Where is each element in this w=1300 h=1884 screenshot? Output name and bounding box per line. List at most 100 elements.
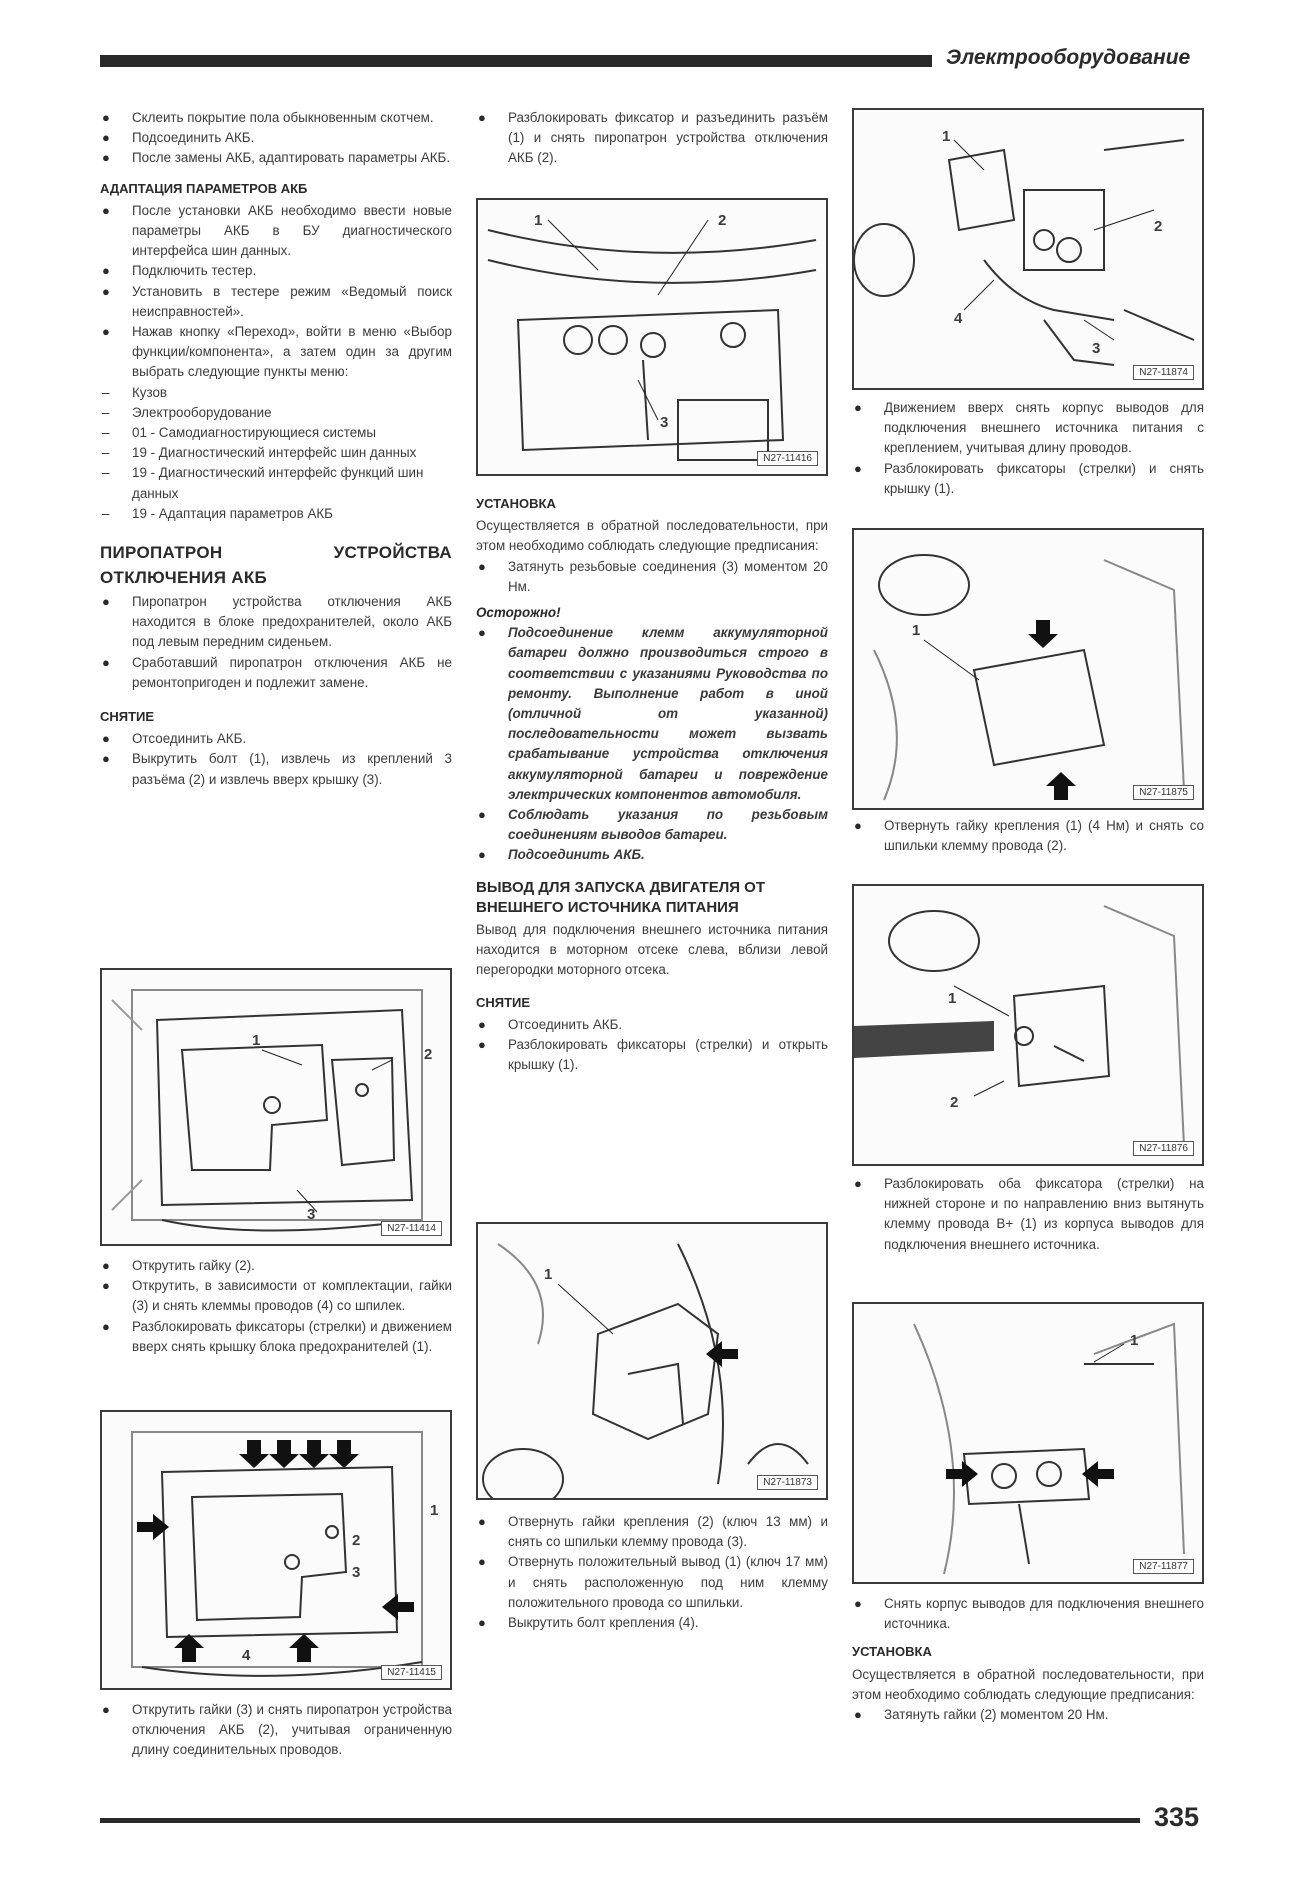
list-item: Пиропатрон устройства отключения АКБ нах… xyxy=(100,592,452,653)
list-item: Разблокировать оба фиксатора (стрелки) н… xyxy=(852,1174,1204,1255)
list-item: Нажав кнопку «Переход», войти в меню «Вы… xyxy=(100,322,452,383)
heading-removal: СНЯТИЕ xyxy=(100,709,155,725)
heading-jump-start-terminal-2: ВНЕШНЕГО ИСТОЧНИКА ПИТАНИЯ xyxy=(476,898,739,916)
heading-installation: УСТАНОВКА xyxy=(852,1644,932,1660)
figure-label: 3 xyxy=(660,414,669,431)
figure-label: 4 xyxy=(954,310,963,327)
list-item: Затянуть резьбовые соединения (3) момент… xyxy=(476,557,828,597)
figure-number: N27-11414 xyxy=(381,1221,442,1236)
list-item: Сработавший пиропатрон отключения АКБ не… xyxy=(100,653,452,693)
warning-heading: Осторожно! xyxy=(476,605,561,621)
figure-label: 2 xyxy=(950,1094,959,1111)
housing-cover-drawing xyxy=(873,554,1185,801)
figure-pyro-cartridge: 1 2 3 N27-11416 xyxy=(476,198,828,476)
figure-label: 3 xyxy=(1092,340,1101,357)
figure-fuse-block-cover: 1 2 3 N27-11414 xyxy=(100,968,452,1246)
heading-jump-start-terminal: ВЫВОД ДЛЯ ЗАПУСКА ДВИГАТЕЛЯ ОТ xyxy=(476,878,766,896)
figure-number: N27-11876 xyxy=(1133,1141,1194,1156)
list-item: Отсоединить АКБ. xyxy=(476,1015,828,1035)
list-item: Открутить гайку (2). xyxy=(100,1256,452,1276)
list-item: Подсоединить АКБ. xyxy=(100,128,452,148)
figure-terminal-housing-cover: 1 N27-11875 xyxy=(852,528,1204,810)
figure-label: 2 xyxy=(424,1046,433,1063)
terminal-nut-drawing xyxy=(854,905,1185,1147)
menu-path-item: 19 - Диагностический интерфейс функций ш… xyxy=(100,463,452,503)
column-3-a: Движением вверх снять корпус выводов для… xyxy=(852,398,1204,499)
terminal-housing-drawing xyxy=(854,139,1195,366)
installation-text: Осуществляется в обратной последовательн… xyxy=(852,1666,1204,1702)
list-item: Открутить гайки (3) и снять пиропатрон у… xyxy=(100,1700,452,1761)
heading-installation: УСТАНОВКА xyxy=(476,496,556,511)
list-item: Затянуть гайки (2) моментом 20 Нм. xyxy=(852,1705,1204,1725)
heading-removal: СНЯТИЕ xyxy=(476,994,531,1010)
warning-item: Подсоединение клемм аккумуляторной батар… xyxy=(476,623,828,805)
list-item: Разблокировать фиксаторы (стрелки) и дви… xyxy=(100,1317,452,1357)
list-item: Установить в тестере режим «Ведомый поис… xyxy=(100,282,452,322)
menu-path-item: Электрооборудование xyxy=(100,403,452,423)
figure-label: 1 xyxy=(252,1032,261,1049)
list-item: Снять корпус выводов для подключения вне… xyxy=(852,1594,1204,1634)
menu-path-item: Кузов xyxy=(100,383,452,403)
menu-path-item: 19 - Адаптация параметров АКБ xyxy=(100,504,452,524)
figure-label: 1 xyxy=(1130,1332,1139,1349)
column-2-bottom: Отвернуть гайки крепления (2) (ключ 13 м… xyxy=(476,1512,828,1633)
figure-label: 2 xyxy=(718,212,727,229)
figure-terminal-cover: 1 N27-11873 xyxy=(476,1222,828,1500)
figure-terminal-latches: 1 N27-11877 xyxy=(852,1302,1204,1584)
footer-rule xyxy=(100,1818,1140,1823)
figure-label: 4 xyxy=(242,1647,251,1664)
column-3-c: Разблокировать оба фиксатора (стрелки) н… xyxy=(852,1174,1204,1255)
warning-item: Соблюдать указания по резьбовым соединен… xyxy=(476,805,828,845)
list-item: Открутить, в зависимости от комплектации… xyxy=(100,1276,452,1316)
list-item: Разблокировать фиксаторы (стрелки) и отк… xyxy=(476,1035,828,1075)
installation-text: Осуществляется в обратной последовательн… xyxy=(476,518,828,554)
figure-label: 2 xyxy=(352,1532,361,1549)
menu-path-item: 01 - Самодиагностирующиеся системы xyxy=(100,423,452,443)
fuse-block-latches-drawing xyxy=(131,1431,423,1677)
heading-pyro-cartridge: ПИРОПАТРОН УСТРОЙСТВА ОТКЛЮЧЕНИЯ АКБ xyxy=(100,543,452,588)
figure-number: N27-11874 xyxy=(1133,365,1194,380)
header-rule xyxy=(100,55,932,67)
pyro-cartridge-drawing xyxy=(487,219,817,461)
terminal-location-text: Вывод для подключения внешнего источника… xyxy=(476,922,828,978)
list-item: После замены АКБ, адаптировать параметры… xyxy=(100,148,452,168)
column-3-b: Отвернуть гайку крепления (1) (4 Нм) и с… xyxy=(852,816,1204,856)
heading-battery-adaptation: АДАПТАЦИЯ ПАРАМЕТРОВ АКБ xyxy=(100,180,308,196)
warning-item: Подсоединить АКБ. xyxy=(476,845,828,865)
figure-label: 2 xyxy=(1154,218,1163,235)
figure-fuse-block-latches: 1 2 3 4 N27-11415 xyxy=(100,1410,452,1690)
terminal-cover-drawing xyxy=(482,1243,809,1498)
list-item: Подключить тестер. xyxy=(100,261,452,281)
figure-terminal-housing: 1 2 3 4 N27-11874 xyxy=(852,108,1204,390)
column-2-top: Разблокировать фиксатор и разъединить ра… xyxy=(476,108,828,169)
list-item: Выкрутить болт (1), извлечь из креплений… xyxy=(100,749,452,789)
figure-label: 1 xyxy=(544,1266,553,1283)
column-3-d: Снять корпус выводов для подключения вне… xyxy=(852,1594,1204,1725)
list-item: Выкрутить болт крепления (4). xyxy=(476,1613,828,1633)
figure-number: N27-11415 xyxy=(381,1665,442,1680)
figure-label: 1 xyxy=(942,128,951,145)
terminal-latches-drawing xyxy=(913,1322,1185,1575)
list-item: Отвернуть гайку крепления (1) (4 Нм) и с… xyxy=(852,816,1204,856)
list-item: Отсоединить АКБ. xyxy=(100,729,452,749)
column-1-mid: Открутить гайку (2). Открутить, в зависи… xyxy=(100,1256,452,1357)
figure-number: N27-11416 xyxy=(757,451,818,466)
menu-path-item: 19 - Диагностический интерфейс шин данны… xyxy=(100,443,452,463)
fuse-block-drawing xyxy=(111,989,423,1232)
figure-terminal-nut: 1 2 N27-11876 xyxy=(852,884,1204,1166)
figure-label: 1 xyxy=(912,622,921,639)
figure-number: N27-11877 xyxy=(1133,1559,1194,1574)
figure-label: 3 xyxy=(352,1564,361,1581)
list-item: Разблокировать фиксаторы (стрелки) и сня… xyxy=(852,459,1204,499)
list-item: Отвернуть гайки крепления (2) (ключ 13 м… xyxy=(476,1512,828,1552)
section-title: Электрооборудование xyxy=(946,46,1191,69)
figure-number: N27-11873 xyxy=(757,1475,818,1490)
list-item: Движением вверх снять корпус выводов для… xyxy=(852,398,1204,459)
column-1-bottom: Открутить гайки (3) и снять пиропатрон у… xyxy=(100,1700,452,1761)
figure-label: 3 xyxy=(307,1206,316,1223)
figure-label: 1 xyxy=(534,212,543,229)
page-number: 335 xyxy=(1154,1802,1200,1832)
figure-number: N27-11875 xyxy=(1133,785,1194,800)
list-item: Отвернуть положительный вывод (1) (ключ … xyxy=(476,1552,828,1613)
figure-label: 1 xyxy=(430,1502,439,1519)
